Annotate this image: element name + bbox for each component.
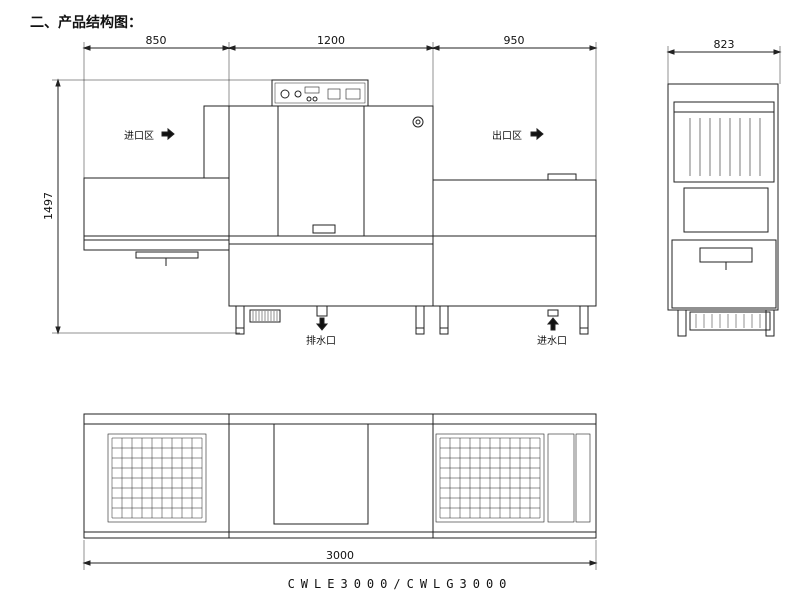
inlet-rack-grid bbox=[111, 437, 203, 519]
water-inlet-arrow-icon bbox=[546, 317, 560, 331]
depth-dimension-line bbox=[666, 46, 782, 84]
top-dimension-line bbox=[82, 42, 598, 180]
water-inlet-label: 进水口 bbox=[537, 335, 567, 347]
outlet-section bbox=[432, 173, 597, 335]
total-length-label: 3000 bbox=[326, 549, 354, 562]
section-heading: 二、产品结构图： bbox=[30, 15, 142, 31]
main-width-label: 1200 bbox=[317, 34, 345, 47]
height-dimension-line bbox=[52, 78, 272, 335]
outlet-width-label: 950 bbox=[504, 34, 525, 47]
model-name: CWLE3000/CWLG3000 bbox=[287, 577, 513, 591]
main-section bbox=[228, 105, 434, 335]
height-label: 1497 bbox=[42, 192, 55, 220]
front-view bbox=[52, 42, 598, 335]
control-panel bbox=[271, 79, 369, 107]
top-view bbox=[83, 413, 597, 539]
length-dimension-line bbox=[82, 540, 598, 570]
outlet-zone-label: 出口区 bbox=[492, 129, 522, 142]
drain-arrow-icon bbox=[315, 317, 329, 331]
drain-port-label: 排水口 bbox=[306, 334, 336, 347]
inlet-arrow-icon bbox=[161, 127, 175, 141]
inlet-section bbox=[83, 105, 230, 266]
outlet-rack-grid bbox=[439, 437, 541, 519]
inlet-width-label: 850 bbox=[146, 34, 167, 47]
inlet-zone-label: 进口区 bbox=[124, 130, 154, 142]
side-view bbox=[666, 46, 782, 337]
depth-label: 823 bbox=[714, 38, 735, 51]
outlet-arrow-icon bbox=[530, 127, 544, 141]
